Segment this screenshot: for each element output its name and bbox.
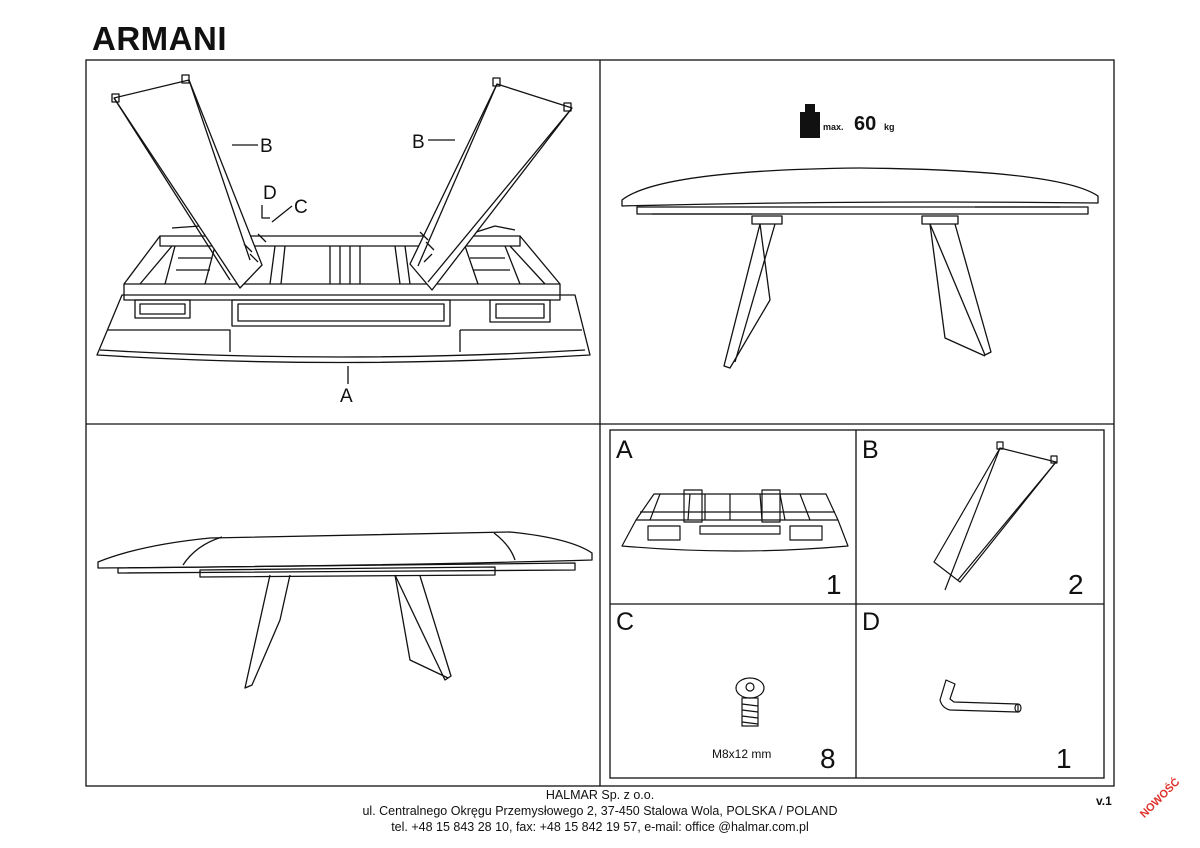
- step1-assembly-view: [96, 74, 591, 384]
- footer: HALMAR Sp. z o.o. ul. Centralnego Okręgu…: [0, 787, 1200, 835]
- weight-value: 60: [854, 113, 876, 135]
- part-a-qty: 1: [826, 569, 842, 600]
- part-d-letter: D: [862, 608, 880, 636]
- bolt-icon: [735, 677, 765, 727]
- part-b-letter: B: [862, 436, 879, 464]
- weight-unit: kg: [884, 122, 895, 132]
- extended-table-drawing: [97, 531, 593, 689]
- footer-contact: tel. +48 15 843 28 10, fax: +48 15 842 1…: [391, 820, 809, 834]
- label-d: D: [263, 183, 277, 204]
- part-c-letter: C: [616, 608, 634, 636]
- part-b-qty: 2: [1068, 569, 1084, 600]
- part-c-qty: 8: [820, 743, 836, 774]
- label-b-right: B: [412, 132, 425, 153]
- assembled-table-drawing: [621, 167, 1099, 369]
- label-a: A: [340, 386, 353, 407]
- allen-key-icon: [939, 679, 1022, 713]
- footer-address: ul. Centralnego Okręgu Przemysłowego 2, …: [362, 804, 838, 818]
- part-a-frame-drawing: [621, 489, 849, 552]
- version-label: v.1: [1096, 794, 1112, 808]
- footer-company: HALMAR Sp. z o.o.: [545, 788, 655, 802]
- label-c: C: [294, 197, 308, 218]
- label-b-left: B: [260, 136, 273, 157]
- part-b-leaf-drawing: [933, 441, 1058, 591]
- product-title: ARMANI: [92, 20, 227, 57]
- parts-grid: [609, 429, 1105, 779]
- part-d-qty: 1: [1056, 743, 1072, 774]
- weight-max-label: max.: [823, 122, 844, 132]
- part-a-letter: A: [616, 436, 633, 464]
- weight-icon: [800, 104, 820, 138]
- part-c-size: M8x12 mm: [712, 747, 771, 761]
